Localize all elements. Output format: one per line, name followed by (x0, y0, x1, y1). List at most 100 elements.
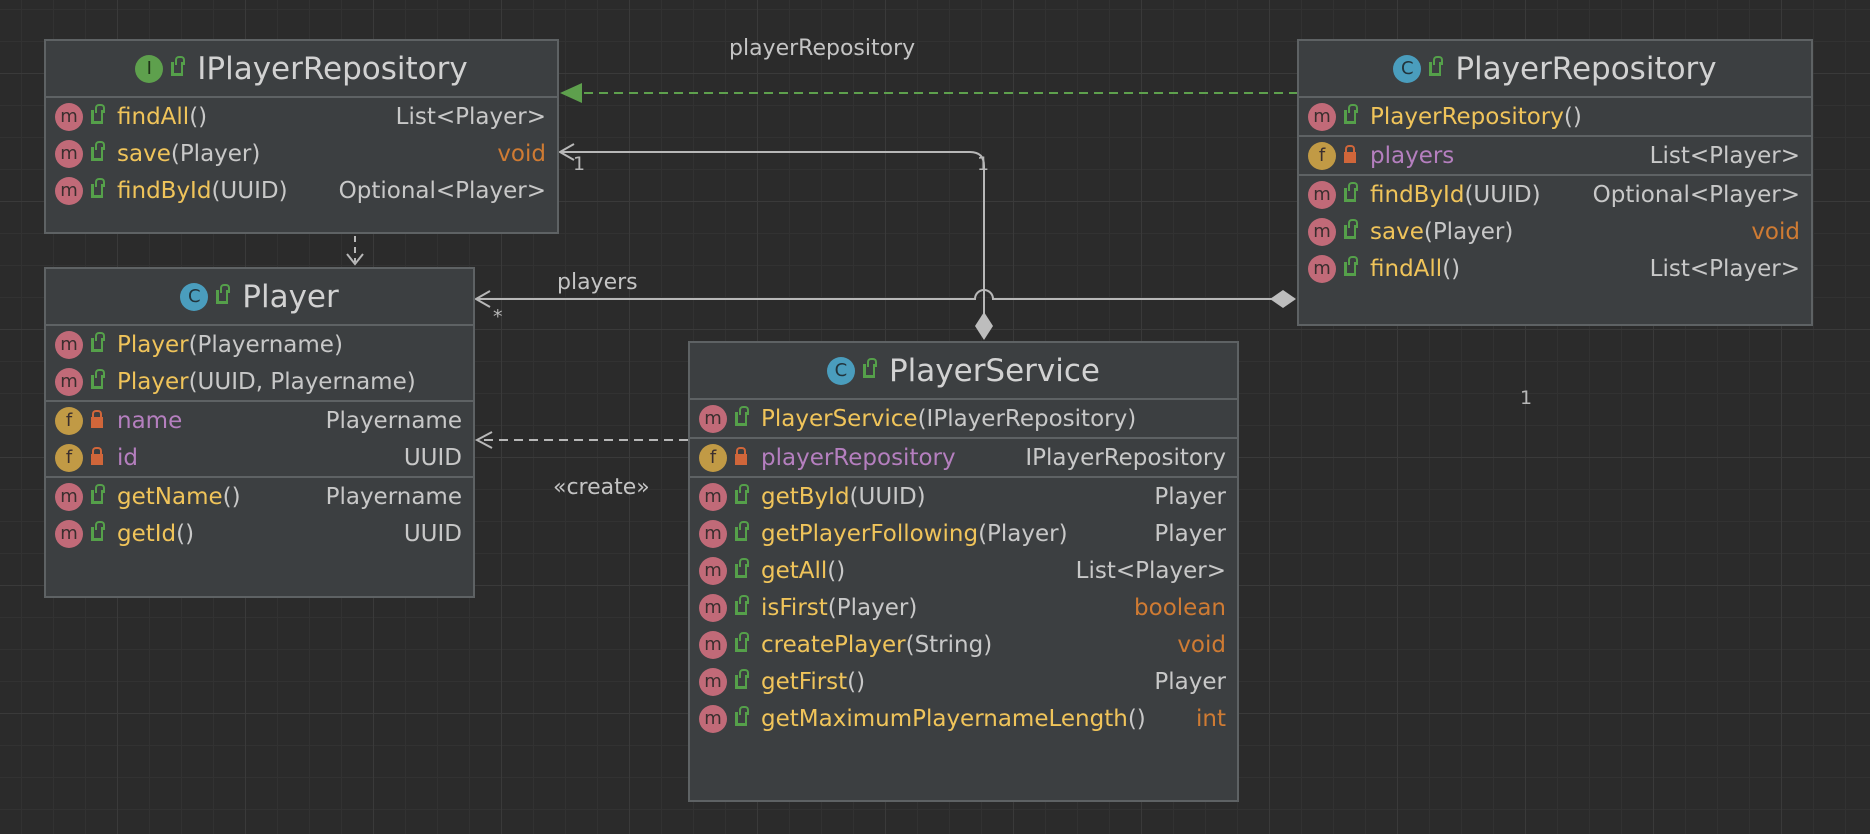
method-icon: m (699, 593, 727, 622)
member-type: boolean (1134, 594, 1226, 621)
field-icon: f (699, 443, 727, 472)
method-icon: m (699, 704, 727, 733)
member-name: getFirst (761, 668, 848, 695)
dependency-arrowhead (346, 253, 364, 266)
public-visibility-icon (91, 177, 105, 198)
public-visibility-icon (91, 140, 105, 161)
method-icon: m (1308, 254, 1336, 283)
field-icon: f (55, 406, 83, 435)
edge-label-players: players (557, 270, 638, 295)
member-name: getId (117, 520, 177, 547)
realization-arrowhead (560, 83, 582, 103)
member-type: List<Player> (395, 103, 546, 130)
public-visibility-icon (91, 520, 105, 541)
member-arguments: (UUID) (849, 483, 926, 510)
method-icon: m (1308, 102, 1336, 131)
public-visibility-icon (735, 631, 749, 652)
member-name: save (117, 140, 171, 167)
method-icon: m (55, 102, 83, 131)
method-icon: m (699, 519, 727, 548)
composition-diamond-repository (1270, 290, 1296, 308)
member-type: void (1177, 631, 1226, 658)
public-visibility-icon (735, 557, 749, 578)
member-type: UUID (403, 520, 462, 547)
method-icon: m (55, 367, 83, 396)
private-visibility-icon (91, 447, 103, 465)
multiplicity-player: * (493, 306, 503, 328)
member-name: id (117, 444, 138, 471)
member-arguments: () (847, 668, 866, 695)
method-icon: m (699, 667, 727, 696)
private-visibility-icon (91, 410, 103, 428)
method-row-isfirst[interactable]: m isFirst(Player) boolean (690, 589, 1237, 626)
method-icon: m (55, 482, 83, 511)
member-arguments: (String) (905, 631, 993, 658)
public-visibility-icon (91, 331, 105, 352)
method-icon: m (699, 404, 727, 433)
class-name: PlayerRepository (1455, 50, 1717, 87)
member-type: Playername (325, 483, 462, 510)
member-name: players (1370, 142, 1455, 169)
member-arguments: (Playername) (188, 331, 343, 358)
member-name: findById (1370, 181, 1465, 208)
method-row-findall[interactable]: m findAll() List<Player> (46, 98, 557, 135)
composition-diamond-service (975, 312, 993, 340)
member-arguments: () (1442, 255, 1461, 282)
member-name: getById (761, 483, 850, 510)
class-name: PlayerService (888, 352, 1101, 389)
member-arguments: () (189, 103, 208, 130)
member-name: findAll (117, 103, 190, 130)
public-visibility-icon (1344, 218, 1358, 239)
member-arguments: () (1563, 103, 1582, 130)
edge-label-playerrepository: playerRepository (729, 36, 916, 61)
association-players-edge (476, 289, 1276, 300)
member-type: List<Player> (1649, 142, 1800, 169)
member-name: name (117, 407, 183, 434)
public-visibility-icon (735, 668, 749, 689)
member-name: getMaximumPlayernameLength (761, 705, 1128, 732)
member-arguments: () (827, 557, 846, 584)
member-type: Player (1154, 520, 1226, 547)
member-name: Player (117, 368, 189, 395)
interface-icon: I (135, 54, 164, 83)
member-type: UUID (403, 444, 462, 471)
member-arguments: (Player) (827, 594, 918, 621)
member-name: isFirst (761, 594, 828, 621)
public-visibility-icon (91, 368, 105, 389)
private-visibility-icon (735, 447, 747, 465)
association-players-arrowhead (473, 290, 491, 308)
